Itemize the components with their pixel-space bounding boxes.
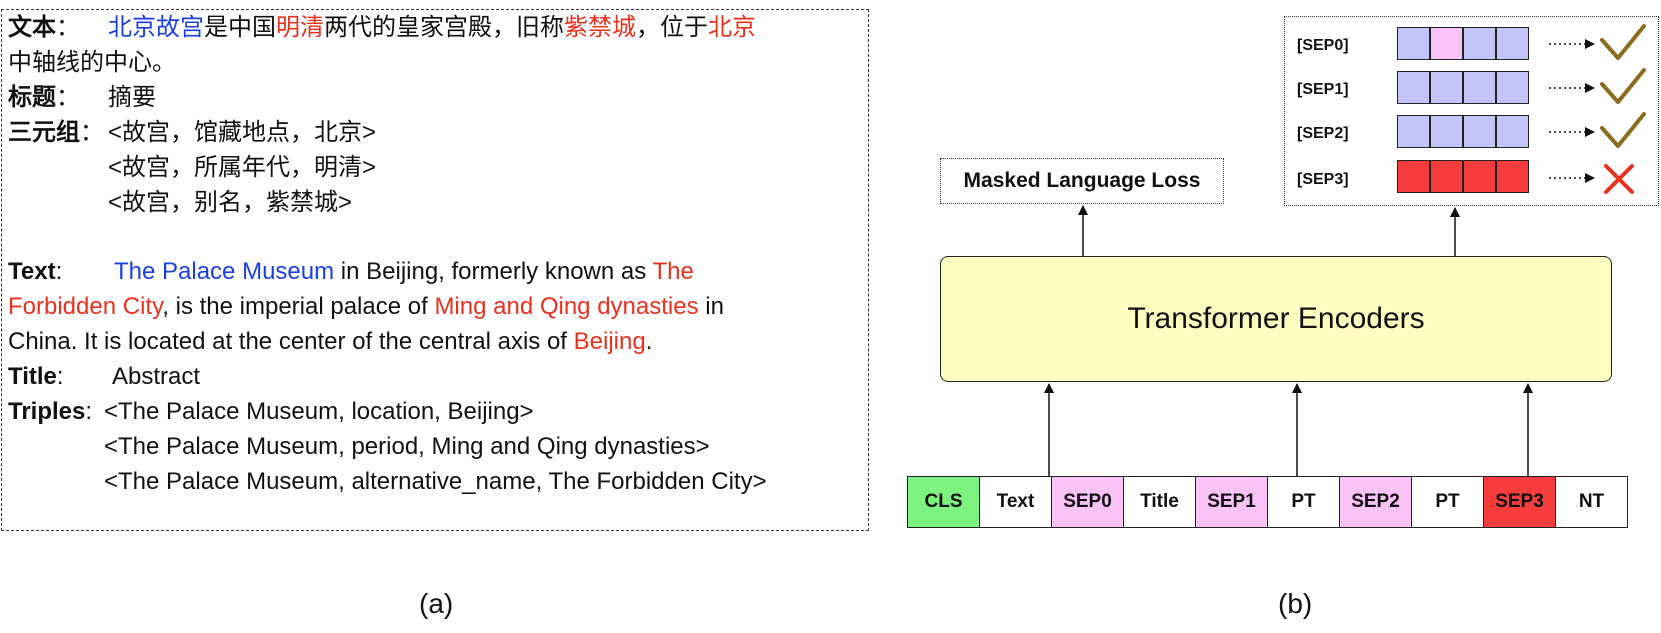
zh-text-segment: 两代的皇家宫殿，旧称 xyxy=(324,14,564,41)
sep0-row-label: [SEP0] xyxy=(1297,37,1349,54)
zh-triples-label: 三元组 xyxy=(8,119,80,146)
sep2-vector-cell xyxy=(1430,115,1463,148)
zh-triples-colon: ： xyxy=(80,119,104,146)
token-text: Text xyxy=(979,476,1052,528)
sep2-vector-cell xyxy=(1496,115,1529,148)
en-text-line-2: Forbidden City, is the imperial palace o… xyxy=(8,292,724,322)
zh-title-label: 标题 xyxy=(8,84,56,111)
en-text-label: Text xyxy=(8,258,56,285)
caption-b: (b) xyxy=(1278,588,1313,619)
zh-text-segment: ，位于 xyxy=(636,14,708,41)
en-triple-3: <The Palace Museum, alternative_name, Th… xyxy=(104,468,767,495)
token-cls: CLS xyxy=(907,476,980,528)
en-triple-1: <The Palace Museum, location, Beijing> xyxy=(104,398,534,425)
zh-text-colon: ： xyxy=(56,14,80,41)
zh-title-value: 摘要 xyxy=(108,84,156,111)
sep1-vector-cell xyxy=(1463,71,1496,104)
zh-triples-line: 三元组： <故宫，馆藏地点，北京> xyxy=(8,118,376,148)
zh-title-colon: ： xyxy=(56,84,80,111)
cross-icon xyxy=(1604,164,1634,194)
sep3-vector-cell xyxy=(1463,160,1496,193)
zh-text-line-1: 文本： 北京故宫是中国明清两代的皇家宫殿，旧称紫禁城，位于北京 xyxy=(8,13,756,43)
transformer-encoders-block: Transformer Encoders xyxy=(940,256,1612,382)
token-sep0: SEP0 xyxy=(1051,476,1124,528)
en-entity-palace-museum: The Palace Museum xyxy=(114,258,335,285)
sep0-vector-cell xyxy=(1496,27,1529,60)
en-entity-beijing: Beijing xyxy=(573,328,646,355)
en-triples-line: Triples: <The Palace Museum, location, B… xyxy=(8,397,534,427)
sep1-vector-cell xyxy=(1496,71,1529,104)
zh-triple-1: <故宫，馆藏地点，北京> xyxy=(108,119,377,146)
zh-triple-2: <故宫，所属年代，明清> xyxy=(108,154,377,181)
token-title: Title xyxy=(1123,476,1196,528)
zh-text-segment: 是中国 xyxy=(204,14,276,41)
en-text-line-1: Text: The Palace Museum in Beijing, form… xyxy=(8,257,694,287)
sep2-vector-cell xyxy=(1397,115,1430,148)
sep1-vector-cell xyxy=(1430,71,1463,104)
sep1-vector-cell xyxy=(1397,71,1430,104)
en-text-segment: in Beijing, formerly known as xyxy=(334,258,653,285)
zh-text-line-2: 中轴线的中心。 xyxy=(8,49,176,76)
en-title-line: Title: Abstract xyxy=(8,362,200,392)
en-title-value: Abstract xyxy=(112,363,201,390)
token-sep1: SEP1 xyxy=(1195,476,1268,528)
sep2-vector-cell xyxy=(1463,115,1496,148)
zh-entity-palace: 北京故宫 xyxy=(108,14,204,41)
example-text-panel: 文本： 北京故宫是中国明清两代的皇家宫殿，旧称紫禁城，位于北京 中轴线的中心。 … xyxy=(1,9,869,531)
en-entity-forbidden-city-end: Forbidden City xyxy=(8,293,163,320)
sep2-row-label: [SEP2] xyxy=(1297,125,1349,142)
sep3-row-label: [SEP3] xyxy=(1297,171,1349,188)
sep0-vector-cell xyxy=(1463,27,1496,60)
en-entity-forbidden-city-start: The xyxy=(652,258,694,285)
en-title-colon: : xyxy=(56,363,64,390)
masked-language-loss-box: Masked Language Loss xyxy=(940,158,1224,204)
check-icon xyxy=(1600,24,1646,60)
sep0-vector-cell xyxy=(1430,27,1463,60)
token-sep3: SEP3 xyxy=(1483,476,1556,528)
sep1-row-label: [SEP1] xyxy=(1297,81,1349,98)
token-nt: NT xyxy=(1555,476,1628,528)
zh-entity-beijing: 北京 xyxy=(708,14,756,41)
check-icon xyxy=(1600,112,1646,148)
en-text-segment: , is the imperial palace of xyxy=(162,293,435,320)
en-text-segment: China. It is located at the center of th… xyxy=(8,328,574,355)
en-entity-ming-qing: Ming and Qing dynasties xyxy=(434,293,699,320)
en-title-label: Title xyxy=(8,363,57,390)
en-text-segment: in xyxy=(698,293,724,320)
en-triples-colon: : xyxy=(85,398,93,425)
en-text-colon: : xyxy=(55,258,63,285)
sep3-vector-cell xyxy=(1397,160,1430,193)
token-pt: PT xyxy=(1411,476,1484,528)
token-pt: PT xyxy=(1267,476,1340,528)
zh-entity-forbidden-city: 紫禁城 xyxy=(564,14,636,41)
token-sep2: SEP2 xyxy=(1339,476,1412,528)
en-triple-2: <The Palace Museum, period, Ming and Qin… xyxy=(104,433,710,460)
en-text-segment: . xyxy=(645,328,653,355)
en-text-line-3: China. It is located at the center of th… xyxy=(8,327,652,357)
sep3-vector-cell xyxy=(1430,160,1463,193)
sep-classification-panel xyxy=(1284,16,1659,206)
zh-entity-mingqing: 明清 xyxy=(276,14,324,41)
en-text-value-1: The Palace Museum in Beijing, formerly k… xyxy=(114,257,694,287)
sep0-vector-cell xyxy=(1397,27,1430,60)
zh-triple-3: <故宫，别名，紫禁城> xyxy=(108,189,353,216)
zh-text-value: 北京故宫是中国明清两代的皇家宫殿，旧称紫禁城，位于北京 xyxy=(108,13,756,43)
zh-text-label: 文本 xyxy=(8,14,56,41)
en-triples-label: Triples xyxy=(8,398,86,425)
sep3-vector-cell xyxy=(1496,160,1529,193)
caption-a: (a) xyxy=(419,588,454,619)
zh-title-line: 标题： 摘要 xyxy=(8,83,156,113)
check-icon xyxy=(1600,68,1646,104)
